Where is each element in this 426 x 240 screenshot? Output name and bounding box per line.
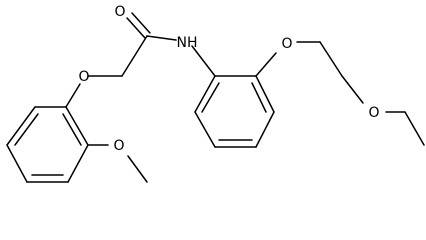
- bond-chain-2: [319, 41, 343, 77]
- atom-label-amide-nh: NH: [177, 35, 198, 51]
- ring-left-bond-3: [6, 144, 28, 183]
- atom-label-carbonyl-o: O: [114, 4, 125, 20]
- left-benzene-ring: [6, 83, 148, 183]
- ring-right-inner-3: [201, 82, 220, 113]
- right-benzene-ring: [194, 52, 277, 148]
- atom-label-ether-o-right: O: [281, 36, 292, 52]
- atom-label-methoxy-o: O: [113, 138, 124, 154]
- bond-chain-3: [341, 75, 364, 104]
- ring-right-bond-3: [255, 111, 275, 148]
- bond-ring-to-ether-o: [255, 52, 277, 77]
- bond-ether-o-to-ring: [65, 83, 81, 108]
- ring-left-inner-1: [14, 113, 39, 146]
- ring-right-bond-2: [255, 75, 275, 113]
- ring-left-inner-3: [62, 113, 82, 146]
- bond-methoxy-o-to-ch3: [127, 155, 148, 183]
- bond-carbonyl-c-to-n: [146, 35, 177, 41]
- bond-n-to-ring: [191, 45, 216, 77]
- atom-labels: O NH O O O O: [78, 4, 379, 154]
- molecule-structure-drawing: O NH O O O O: [6, 4, 425, 183]
- ring-right-inner-1: [251, 82, 267, 113]
- ring-right-bond-6: [194, 75, 216, 113]
- bond-chain-5: [404, 111, 425, 146]
- bond-carbonyl-double-a: [126, 17, 146, 39]
- atom-label-ether-o-left: O: [78, 69, 89, 85]
- ring-left-bond-6: [65, 106, 89, 146]
- ethoxyethoxy-chain: [296, 41, 425, 146]
- atom-label-ethoxy-o: O: [368, 105, 379, 121]
- bond-carbonyl-c-to-ch2: [121, 35, 148, 77]
- ring-left-bond-2: [6, 106, 36, 146]
- bond-group-core: [87, 12, 216, 77]
- ring-right-bond-5: [194, 111, 216, 148]
- bond-carbonyl-double-b: [131, 12, 151, 34]
- ring-left-bond-5: [67, 144, 89, 183]
